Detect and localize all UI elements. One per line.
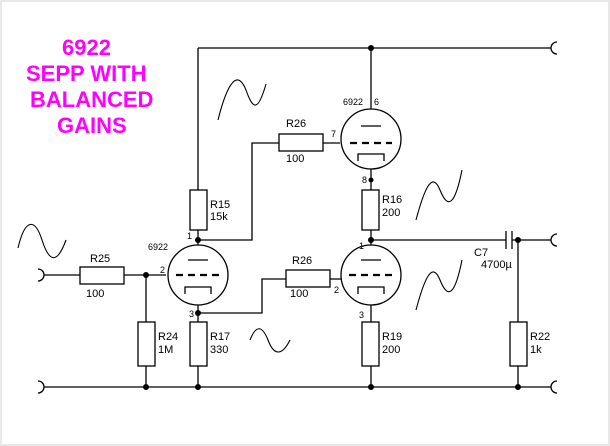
left-tube-label: 6922 <box>148 242 168 252</box>
junction-dot <box>515 237 521 243</box>
junction-dot <box>143 272 149 278</box>
left-tube: 6922 1 2 3 <box>148 231 229 319</box>
waveforms <box>17 79 463 353</box>
upper-pin-grid: 7 <box>331 129 336 139</box>
upper-pin-plate: 6 <box>374 97 379 107</box>
junction-dot <box>368 384 374 390</box>
left-plate-to-r26-wire <box>198 142 279 241</box>
r26-top-value: 100 <box>286 153 304 165</box>
ground-input-terminal-icon <box>37 380 45 394</box>
junction-dot <box>368 177 374 183</box>
resistor-r22 <box>509 321 528 367</box>
junction-dot <box>195 384 201 390</box>
signal-output-terminal-icon <box>550 233 558 247</box>
r17-name: R17 <box>210 331 230 343</box>
input-terminal-icon <box>37 268 45 282</box>
junction-dot <box>368 237 374 243</box>
c7-name: C7 <box>474 247 488 259</box>
output-sine-wave-icon <box>415 259 463 311</box>
resistor-r26-top <box>278 133 324 152</box>
r26-mid-name: R26 <box>292 255 312 267</box>
junction-dot <box>368 45 374 51</box>
r16-value: 200 <box>382 207 400 219</box>
lower-tube-cathode <box>357 286 385 294</box>
r25-name: R25 <box>90 253 110 265</box>
capacitor-c7: C7 4700µ <box>474 231 513 271</box>
r24-name: R24 <box>158 331 178 343</box>
r16-name: R16 <box>382 194 402 206</box>
title-line-4: GAINS <box>57 113 127 138</box>
left-pin-cathode: 3 <box>189 309 194 319</box>
title: 6922 SEPP WITH BALANCED GAINS <box>26 35 153 138</box>
r17-value: 330 <box>210 344 228 356</box>
r25-value: 100 <box>86 288 104 300</box>
ground-output-terminal-icon <box>550 380 558 394</box>
r22-name: R22 <box>530 331 550 343</box>
junction-dot <box>195 310 201 316</box>
resistor-r16 <box>361 189 380 231</box>
lower-pin-grid: 2 <box>334 285 339 295</box>
left-pin-grid: 2 <box>160 265 165 275</box>
cathode-to-r26-wire <box>198 278 286 314</box>
lower-pin-cathode: 3 <box>359 310 364 320</box>
title-line-1: 6922 <box>62 35 111 60</box>
junction-dot <box>143 384 149 390</box>
resistors: R26 100 R26 100 R25 100 R15 15k R16 200 … <box>79 118 550 367</box>
upper-tube-envelope <box>340 108 402 170</box>
resistor-r25 <box>79 266 125 285</box>
upper-tube: 6922 6 7 8 <box>331 97 402 185</box>
cathode-sine-wave-icon <box>415 169 463 221</box>
title-line-3: BALANCED <box>30 87 153 112</box>
r15-value: 15k <box>210 211 228 223</box>
upper-tube-label: 6922 <box>343 97 363 107</box>
junction-dot <box>515 384 521 390</box>
r19-name: R19 <box>382 331 402 343</box>
c7-value: 4700µ <box>481 259 512 271</box>
resistor-r19 <box>361 321 380 367</box>
left-pin-plate: 1 <box>187 231 192 241</box>
upper-pin-cathode: 8 <box>362 175 367 185</box>
lower-right-tube: 1 2 3 <box>334 241 402 320</box>
plate-sine-wave-icon <box>217 79 267 121</box>
lower-tube-envelope <box>340 244 402 306</box>
terminals <box>37 41 558 394</box>
r19-value: 200 <box>382 344 400 356</box>
r26-mid-value: 100 <box>290 288 308 300</box>
r22-value: 1k <box>530 344 542 356</box>
junction-dot <box>195 237 201 243</box>
upper-tube-cathode <box>357 153 385 161</box>
title-line-2: SEPP WITH <box>26 61 147 86</box>
cathode-small-wave-icon <box>249 328 291 353</box>
left-tube-envelope <box>167 244 229 306</box>
resistor-r26-mid <box>285 269 331 288</box>
resistor-r17 <box>189 321 208 367</box>
left-tube-cathode <box>184 286 212 294</box>
input-sine-wave-icon <box>17 223 67 259</box>
lower-pin-plate: 1 <box>359 241 364 251</box>
resistor-r24 <box>137 321 156 367</box>
r24-value: 1M <box>158 344 173 356</box>
resistor-r15 <box>189 189 208 231</box>
r15-name: R15 <box>210 199 230 211</box>
top-output-terminal-icon <box>550 41 558 55</box>
r26-top-name: R26 <box>286 118 306 130</box>
